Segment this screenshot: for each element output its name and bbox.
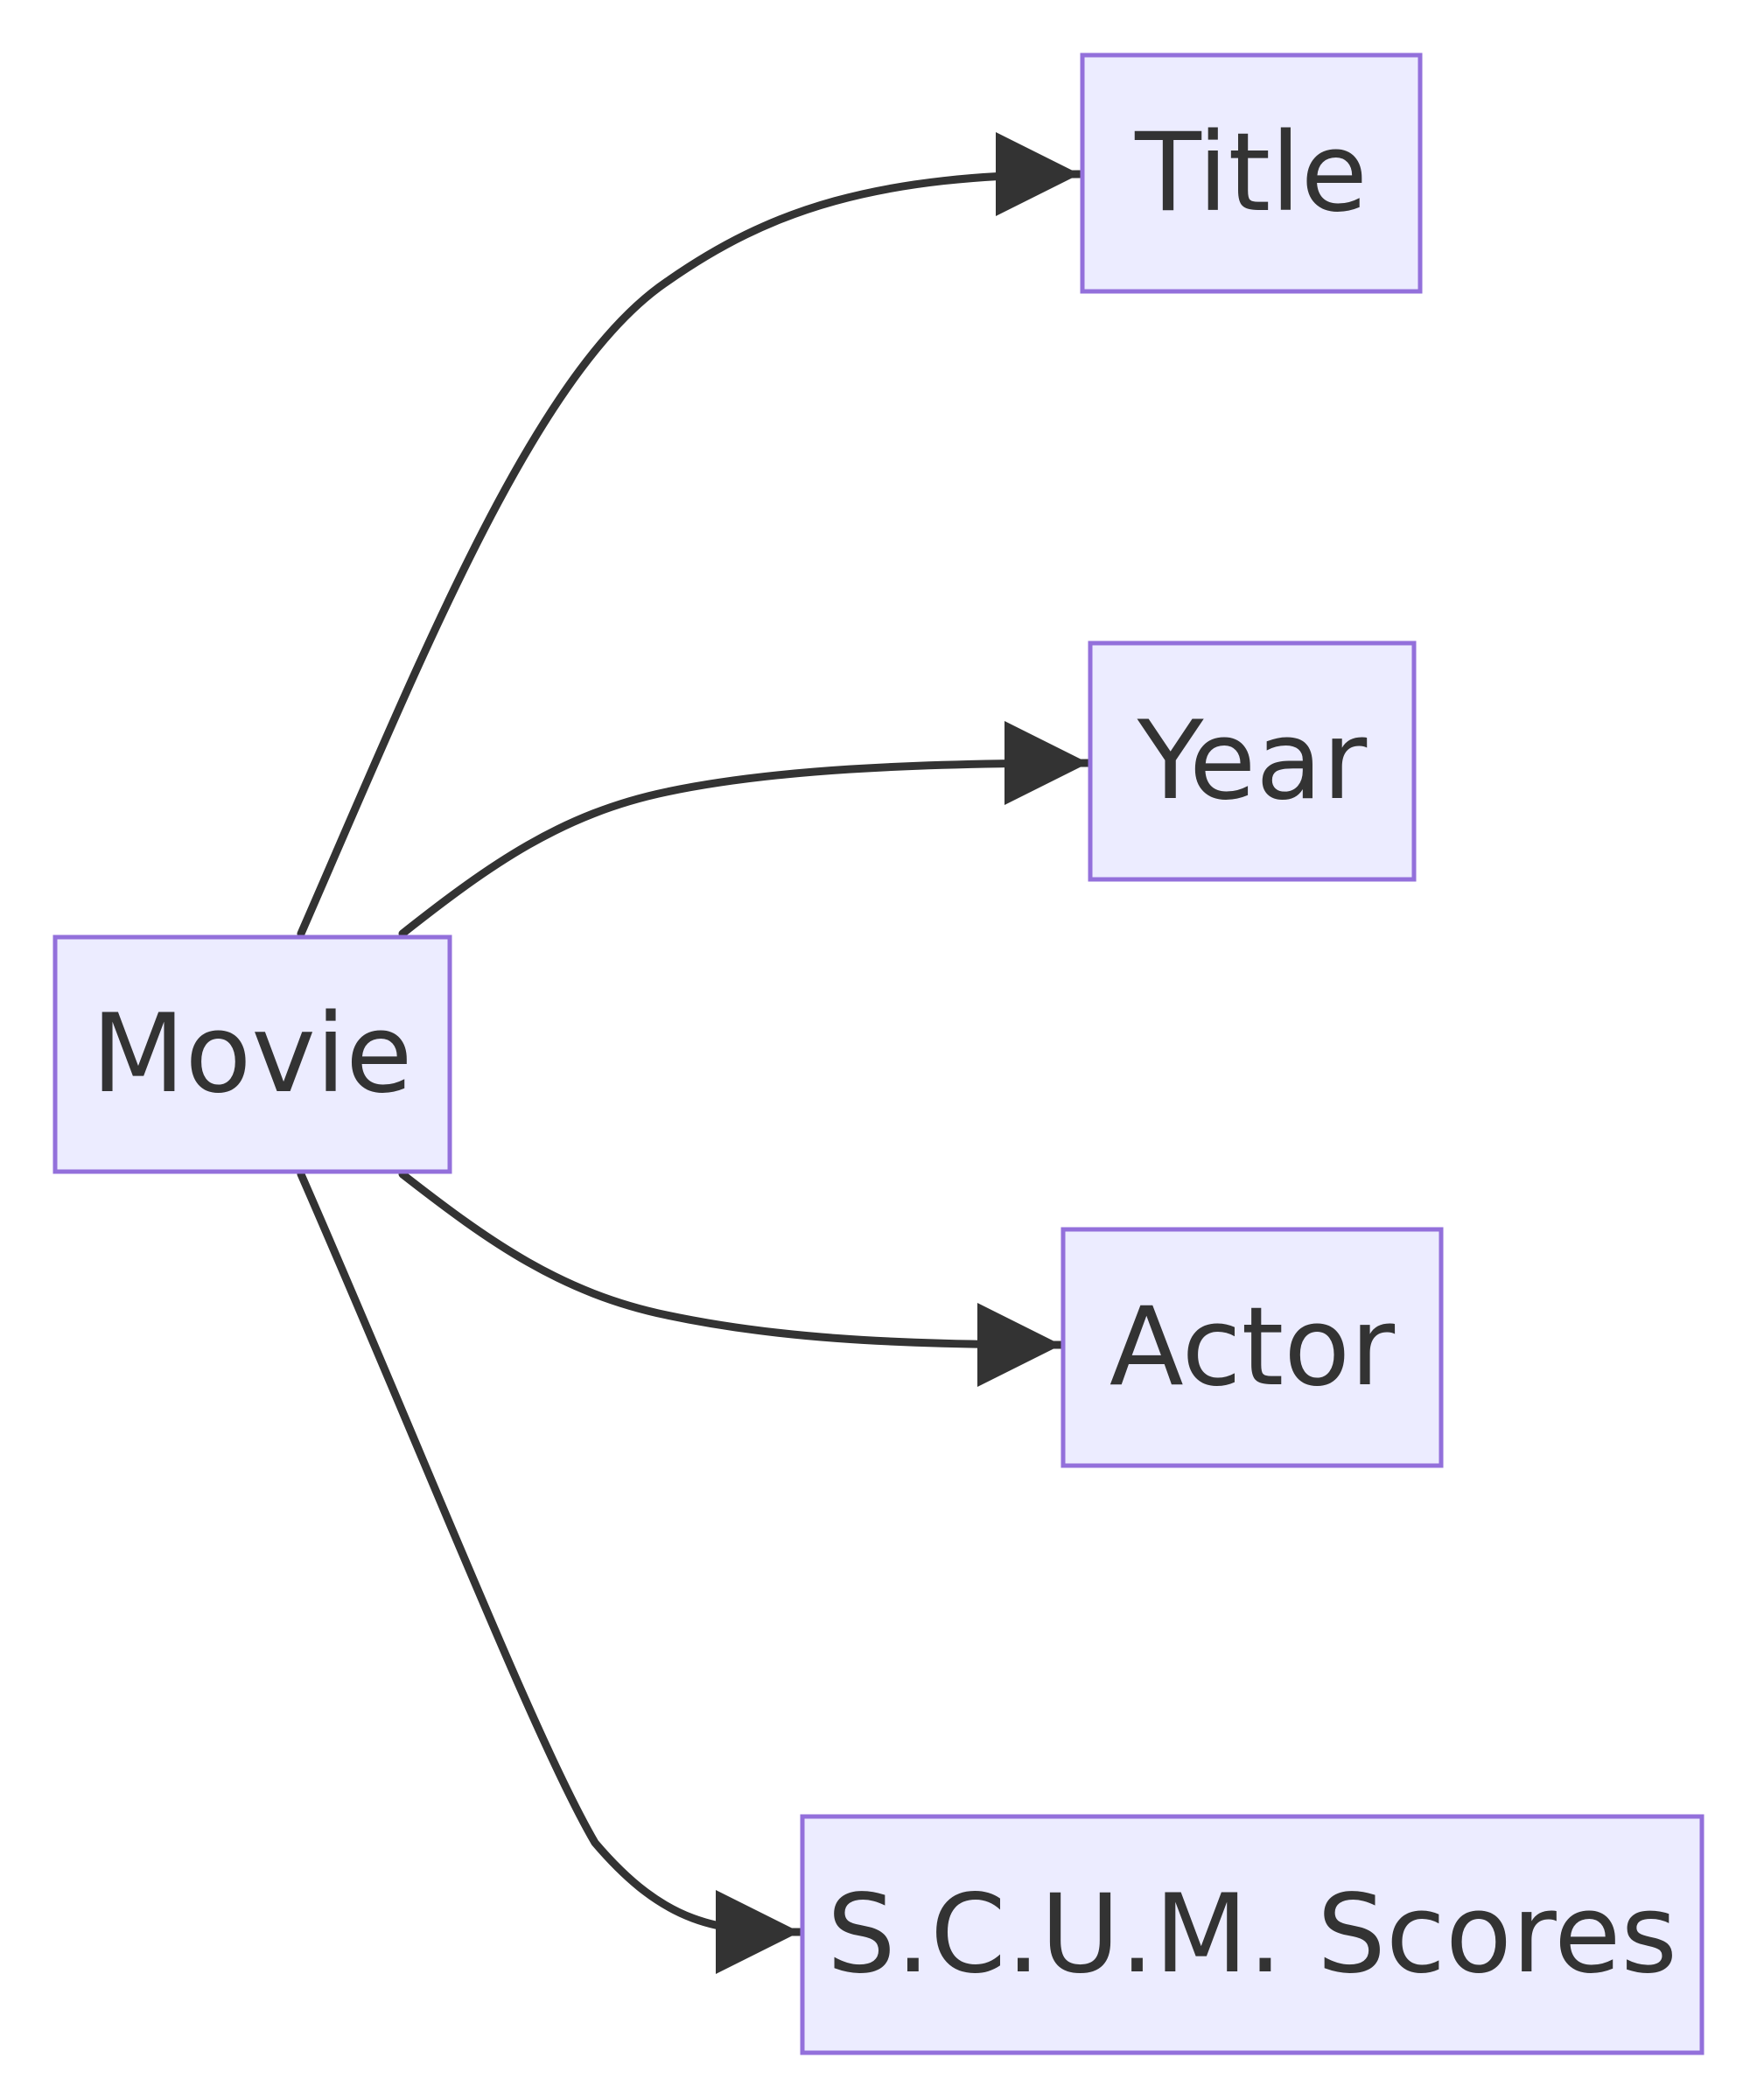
- edges: [297, 132, 1093, 1974]
- edge-movie-to-year: [398, 721, 1093, 938]
- node-actor-label: Actor: [1110, 1284, 1395, 1410]
- node-title-label: Title: [1134, 110, 1368, 236]
- node-actor[interactable]: Actor: [1060, 1227, 1444, 1468]
- edge-movie-to-actor: [398, 1170, 1066, 1387]
- node-year-label: Year: [1137, 698, 1368, 824]
- node-scum-scores-label: S.C.U.M. Scores: [827, 1872, 1677, 1998]
- node-movie-label: Movie: [92, 991, 413, 1117]
- node-movie[interactable]: Movie: [52, 934, 452, 1174]
- node-title[interactable]: Title: [1080, 52, 1423, 294]
- edge-movie-to-title: [297, 132, 1084, 938]
- edge-movie-to-scum-scores: [297, 1170, 804, 1974]
- node-year[interactable]: Year: [1088, 640, 1417, 882]
- node-scum-scores[interactable]: S.C.U.M. Scores: [800, 1814, 1704, 2055]
